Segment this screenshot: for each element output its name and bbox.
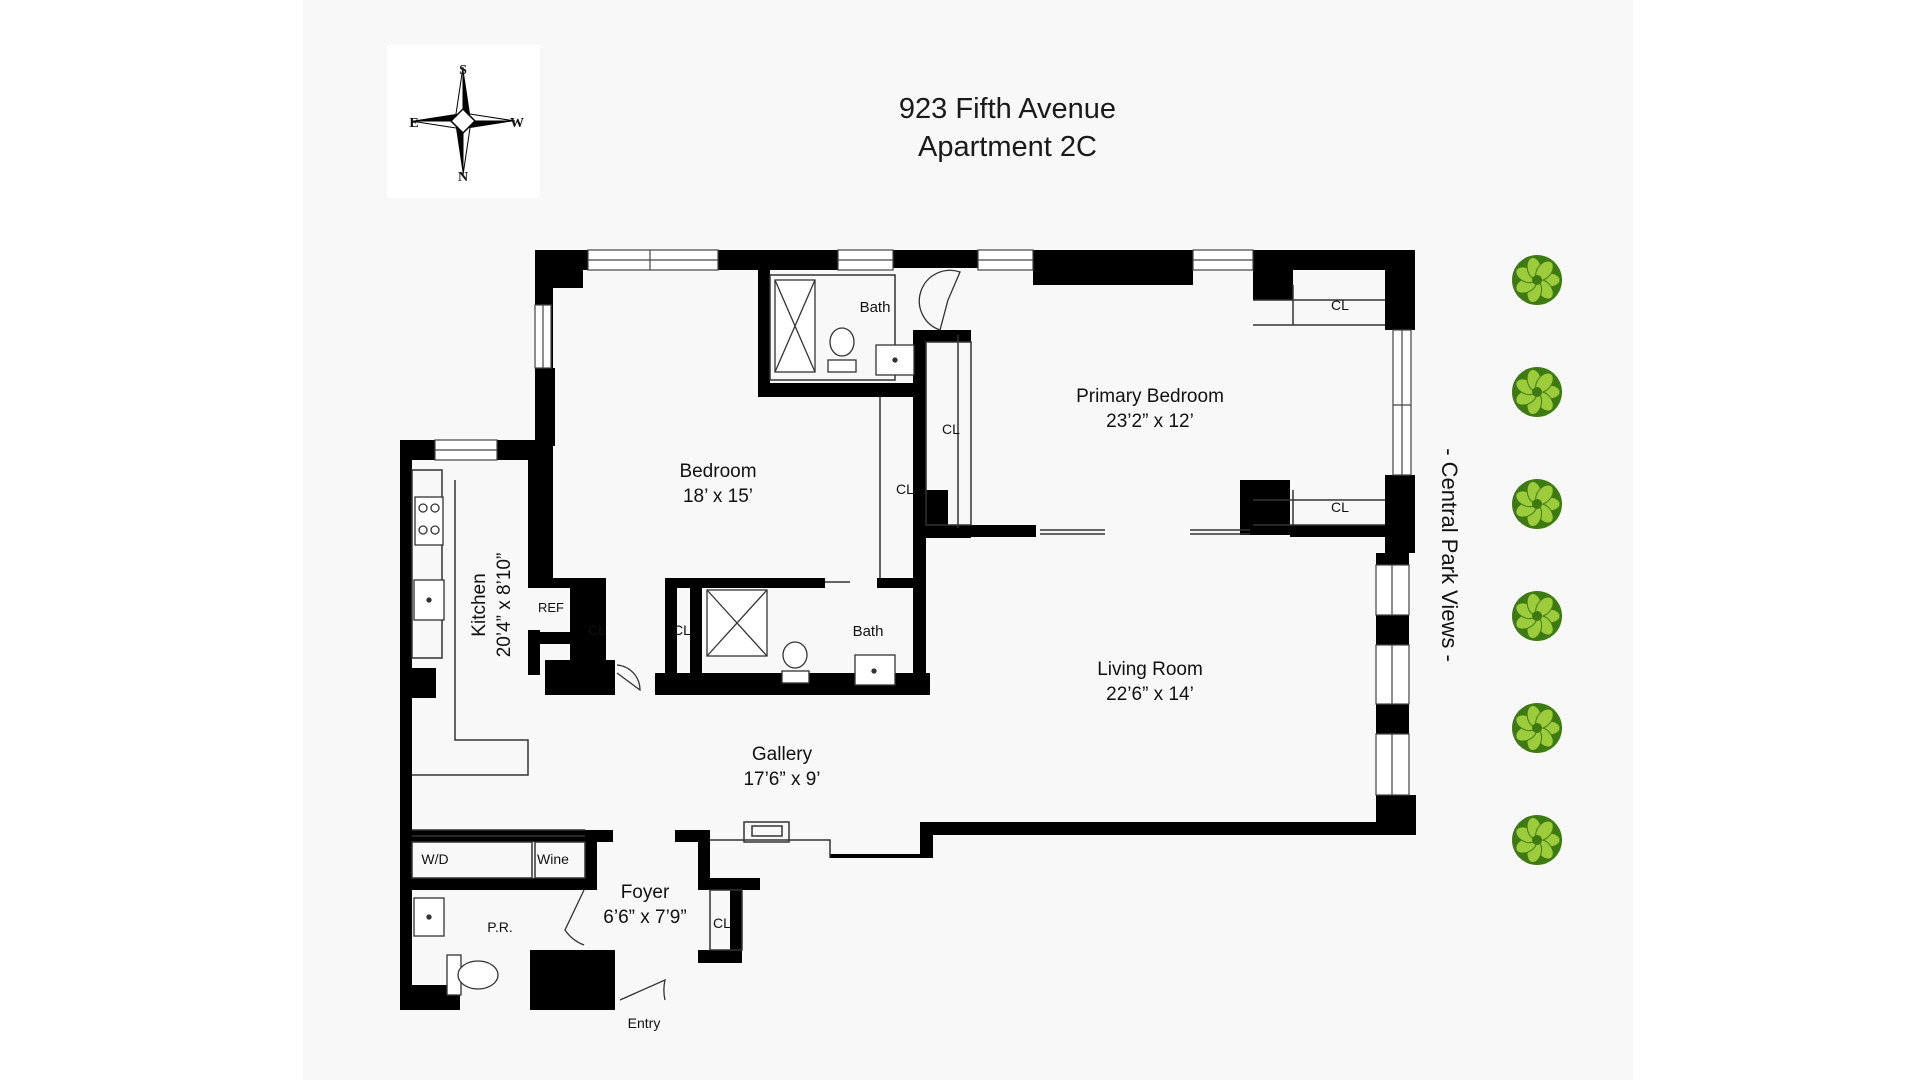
tree-icon <box>1512 591 1562 641</box>
bedroom-name: Bedroom <box>679 461 756 482</box>
toilet-mid <box>782 641 808 669</box>
primary-bedroom-size: 23’2” x 12’ <box>1106 411 1194 432</box>
bath-top-name: Bath <box>860 299 891 316</box>
foyer-size: 6’6” x 7’9” <box>603 907 686 928</box>
toilet-top <box>829 327 855 357</box>
plan-title-apartment: Apartment 2C <box>918 131 1097 163</box>
fixtures <box>413 279 915 996</box>
wine-label: Wine <box>537 851 569 867</box>
trees <box>1512 255 1562 865</box>
compass-east-label: E <box>409 116 418 131</box>
tree-icon <box>1512 367 1562 417</box>
kitchen-name: Kitchen <box>469 573 490 636</box>
sink-mid <box>854 654 896 686</box>
bath-mid-name: Bath <box>853 623 884 640</box>
closet-label: CL <box>713 915 731 931</box>
central-park-views-label: - Central Park Views - <box>1437 448 1462 662</box>
door-swings <box>564 269 961 1001</box>
interior-lines <box>411 274 1385 951</box>
tree-icon <box>1512 479 1562 529</box>
living-room-name: Living Room <box>1097 659 1203 680</box>
washer-dryer-label: W/D <box>421 851 448 867</box>
primary-bedroom-name: Primary Bedroom <box>1076 386 1224 407</box>
gallery-name: Gallery <box>752 744 813 765</box>
tree-icon <box>1512 255 1562 305</box>
compass-rose-icon: S N E W <box>409 63 524 185</box>
bedroom-size: 18’ x 15’ <box>683 486 753 507</box>
tree-icon <box>1512 703 1562 753</box>
powder-room-name: P.R. <box>487 919 512 935</box>
compass-west-label: W <box>510 116 524 131</box>
room-labels: Primary Bedroom 23’2” x 12’ Bedroom 18’ … <box>421 297 1462 1031</box>
compass-north-label: N <box>458 170 468 185</box>
tree-icon <box>1512 815 1562 865</box>
closet-label: CL <box>1331 297 1349 313</box>
compass-south-label: S <box>459 63 467 78</box>
closet-label: CL <box>942 421 960 437</box>
windows <box>434 249 1412 796</box>
compass-panel: S N E W <box>387 45 540 198</box>
closet-label: CL <box>1331 499 1349 515</box>
sink-top <box>875 344 915 376</box>
cooktop <box>414 496 444 546</box>
gallery-size: 17’6” x 9’ <box>743 769 820 790</box>
closet-label: CL <box>896 481 914 497</box>
closet-label: CL <box>673 622 691 638</box>
closet-label: CL <box>588 622 606 638</box>
foyer-name: Foyer <box>621 882 670 903</box>
entry-label: Entry <box>628 1015 661 1031</box>
plan-title-address: 923 Fifth Avenue <box>898 93 1117 125</box>
kitchen-size: 20’4” x 8’10” <box>494 553 515 658</box>
living-room-size: 22’6” x 14’ <box>1106 684 1194 705</box>
refrigerator-label: REF <box>538 600 564 615</box>
